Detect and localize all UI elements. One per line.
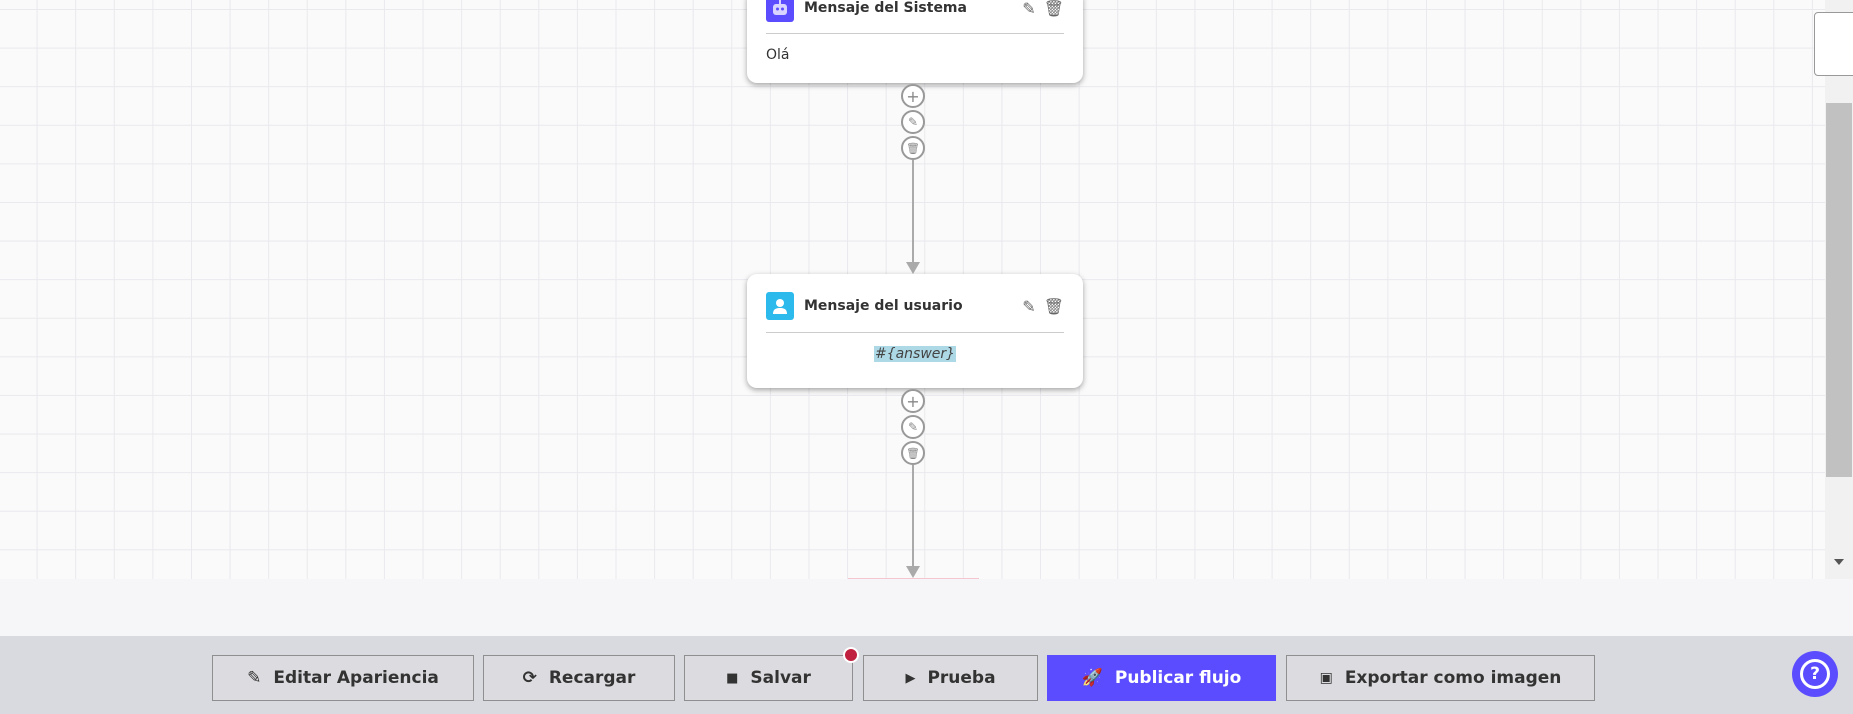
edit-node-icon[interactable]: ✎ <box>1022 296 1036 316</box>
edit-node-icon[interactable]: ✎ <box>1022 0 1036 18</box>
scrollbar-thumb[interactable] <box>1826 103 1852 477</box>
edit-icon: ✎ <box>247 668 262 688</box>
edit-connection-button[interactable]: ✎ <box>901 110 925 134</box>
edit-appearance-button[interactable]: ✎Editar Apariencia <box>212 655 474 701</box>
minimap-panel[interactable] <box>1814 12 1853 76</box>
node-title: Mensaje del Sistema <box>804 0 967 16</box>
refresh-icon: ⟳ <box>522 668 537 688</box>
connector-line <box>912 465 914 567</box>
next-node-edge <box>848 578 979 579</box>
test-button[interactable]: ▶Prueba <box>863 655 1038 701</box>
node-body: #{answer} <box>873 346 957 362</box>
play-icon: ▶ <box>905 670 916 686</box>
node-user-message[interactable]: Mensaje del usuario ✎ 🗑 #{answer} <box>747 274 1083 388</box>
delete-connection-button[interactable]: 🗑 <box>901 441 925 465</box>
save-button[interactable]: ■Salvar <box>684 655 853 701</box>
robot-icon <box>766 0 794 22</box>
help-button[interactable]: ? <box>1792 651 1838 697</box>
flow-canvas[interactable]: Mensaje del Sistema ✎🗑 Olá + ✎ 🗑 Mensaje… <box>0 0 1825 579</box>
connector-line <box>912 160 914 264</box>
unsaved-changes-badge <box>843 647 859 663</box>
connector-arrow <box>906 566 920 578</box>
delete-node-icon[interactable]: 🗑 <box>1043 296 1064 316</box>
node-title: Mensaje del usuario <box>804 298 963 314</box>
rocket-icon: 🚀 <box>1081 668 1103 688</box>
scroll-down-arrow-icon[interactable] <box>1834 559 1844 565</box>
save-icon: ■ <box>726 670 739 686</box>
node-body: Olá <box>766 47 790 63</box>
publish-flow-button[interactable]: 🚀Publicar flujo <box>1047 655 1276 701</box>
user-icon <box>766 292 794 320</box>
add-node-button[interactable]: + <box>901 84 925 108</box>
delete-connection-button[interactable]: 🗑 <box>901 136 925 160</box>
node-system-message[interactable]: Mensaje del Sistema ✎ 🗑 Olá <box>747 0 1083 83</box>
image-icon: ▣ <box>1319 670 1333 686</box>
help-icon: ? <box>1800 659 1830 689</box>
connector-arrow <box>906 262 920 274</box>
edit-connection-button[interactable]: ✎ <box>901 415 925 439</box>
reload-button[interactable]: ⟳Recargar <box>483 655 675 701</box>
add-node-button[interactable]: + <box>901 389 925 413</box>
delete-node-icon[interactable]: 🗑 <box>1043 0 1064 18</box>
export-image-button[interactable]: ▣Exportar como imagen <box>1286 655 1595 701</box>
